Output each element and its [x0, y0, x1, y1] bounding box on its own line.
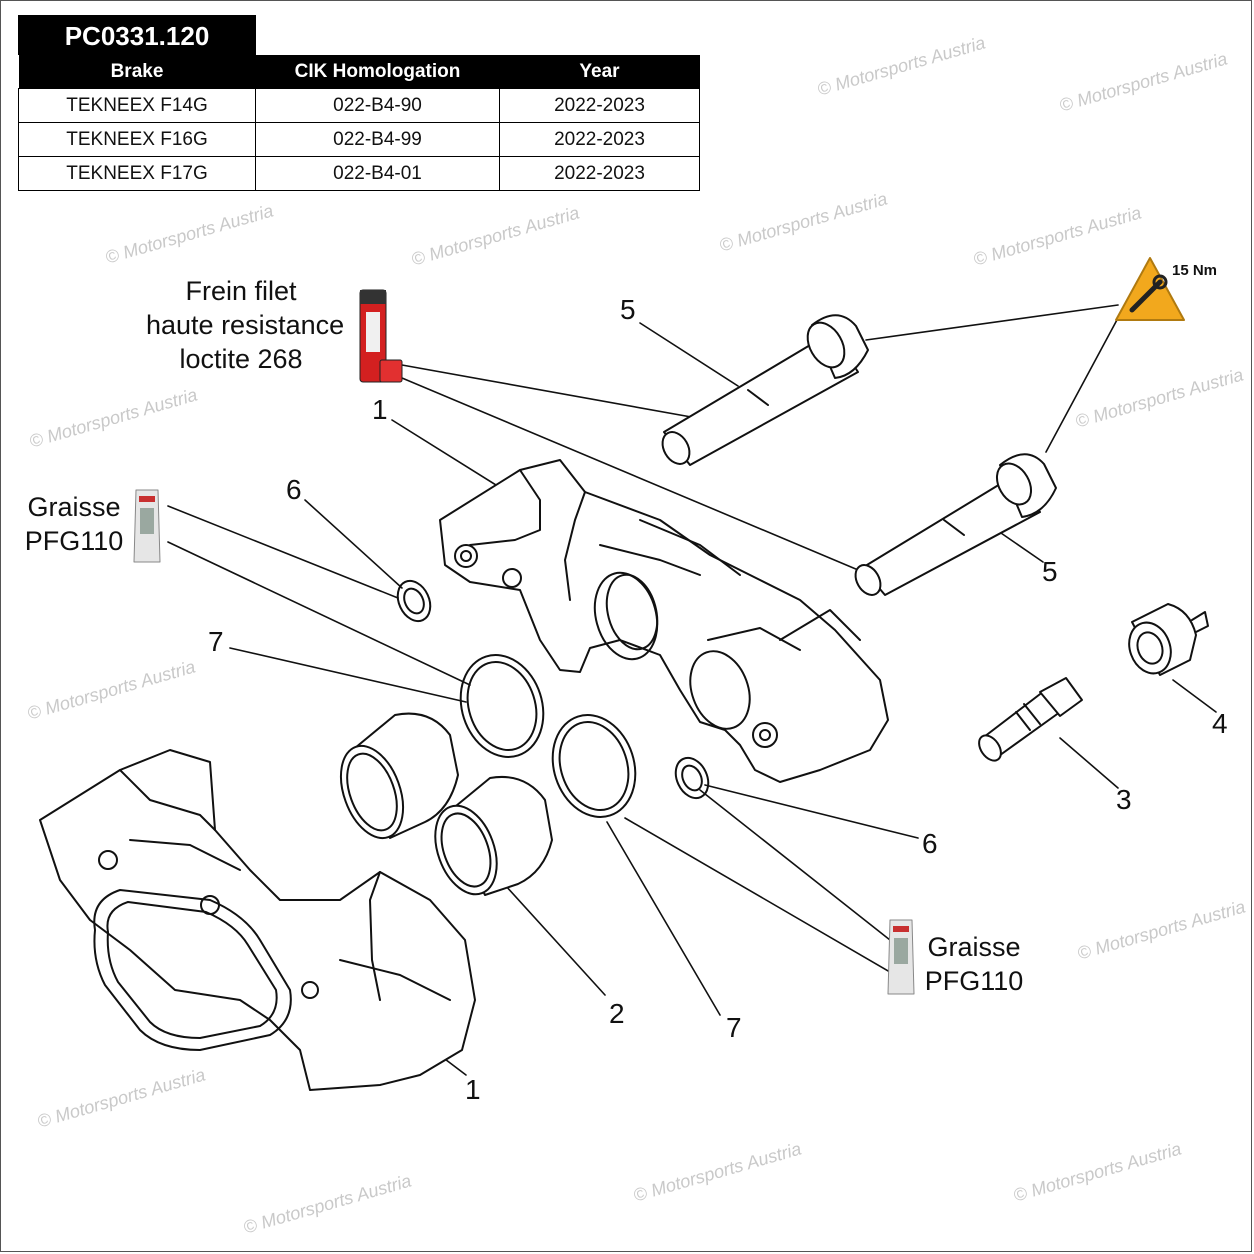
grease-label-line: Graisse	[927, 932, 1021, 962]
part-number-washer-upper: 6	[286, 474, 302, 505]
torque-wrench-icon	[1115, 257, 1185, 321]
table-row: TEKNEEX F14G 022-B4-90 2022-2023	[18, 88, 700, 123]
washer-upper	[396, 579, 432, 623]
table-row: TEKNEEX F17G 022-B4-01 2022-2023	[18, 156, 700, 191]
piston-right	[434, 776, 553, 896]
homologation-cell: 022-B4-01	[255, 156, 500, 191]
year-cell: 2022-2023	[499, 88, 700, 123]
part-number-bolt-upper: 5	[620, 294, 636, 325]
part-number-bolt-lower: 5	[1042, 556, 1058, 587]
seal-left	[459, 654, 545, 758]
washer-lower	[674, 756, 710, 800]
part-number-seal-right: 7	[726, 1012, 742, 1043]
table-row: TEKNEEX F16G 022-B4-99 2022-2023	[18, 122, 700, 157]
piston-left	[339, 712, 459, 840]
header-homologation: CIK Homologation	[255, 55, 500, 89]
header-year: Year	[499, 55, 700, 89]
grease-label-line: PFG110	[924, 966, 1024, 996]
bleeder-screw	[978, 677, 1083, 762]
homologation-table: Brake CIK Homologation Year TEKNEEX F14G…	[18, 55, 700, 191]
year-cell: 2022-2023	[499, 156, 700, 191]
seal-right	[551, 714, 637, 818]
caliper-body-lower	[39, 749, 476, 1091]
part-number-bleeder: 3	[1116, 784, 1132, 815]
header-brake: Brake	[18, 55, 256, 89]
grease-label-line: PFG110	[24, 526, 124, 556]
bleeder-cap	[1128, 603, 1209, 676]
part-number-piston: 2	[609, 998, 625, 1029]
grease-label-line: Graisse	[27, 492, 121, 522]
part-number-washer-lower: 6	[922, 828, 938, 859]
part-number-seal-left: 7	[208, 626, 224, 657]
part-number-body-lower: 1	[465, 1074, 481, 1105]
part-number-cap: 4	[1212, 708, 1228, 739]
year-cell: 2022-2023	[499, 122, 700, 157]
homologation-cell: 022-B4-99	[255, 122, 500, 157]
brake-cell: TEKNEEX F17G	[18, 156, 256, 191]
brake-cell: TEKNEEX F14G	[18, 88, 256, 123]
caliper-body-upper	[439, 459, 889, 783]
loctite-bottle-icon	[359, 289, 403, 383]
loctite-label-line: haute resistance	[146, 310, 345, 340]
loctite-label-line: Frein filet	[185, 276, 297, 306]
grease-tube-icon	[133, 489, 161, 563]
grease-tube-icon	[887, 919, 915, 995]
table-header-row: Brake CIK Homologation Year	[18, 55, 700, 89]
loctite-label-line: loctite 268	[179, 344, 303, 374]
torque-value: 15 Nm	[1172, 262, 1218, 279]
part-number-body-upper: 1	[372, 394, 388, 425]
leader-lines	[167, 304, 1217, 1076]
loctite-label: Frein filet haute resistance loctite 268	[146, 274, 345, 376]
reference-number: PC0331.120	[18, 15, 256, 55]
bolt-upper	[661, 314, 869, 466]
bolt-lower	[854, 453, 1057, 596]
grease-label-left: Graisse PFG110	[22, 490, 126, 558]
grease-label-right: Graisse PFG110	[922, 930, 1026, 998]
homologation-cell: 022-B4-90	[255, 88, 500, 123]
brake-cell: TEKNEEX F16G	[18, 122, 256, 157]
